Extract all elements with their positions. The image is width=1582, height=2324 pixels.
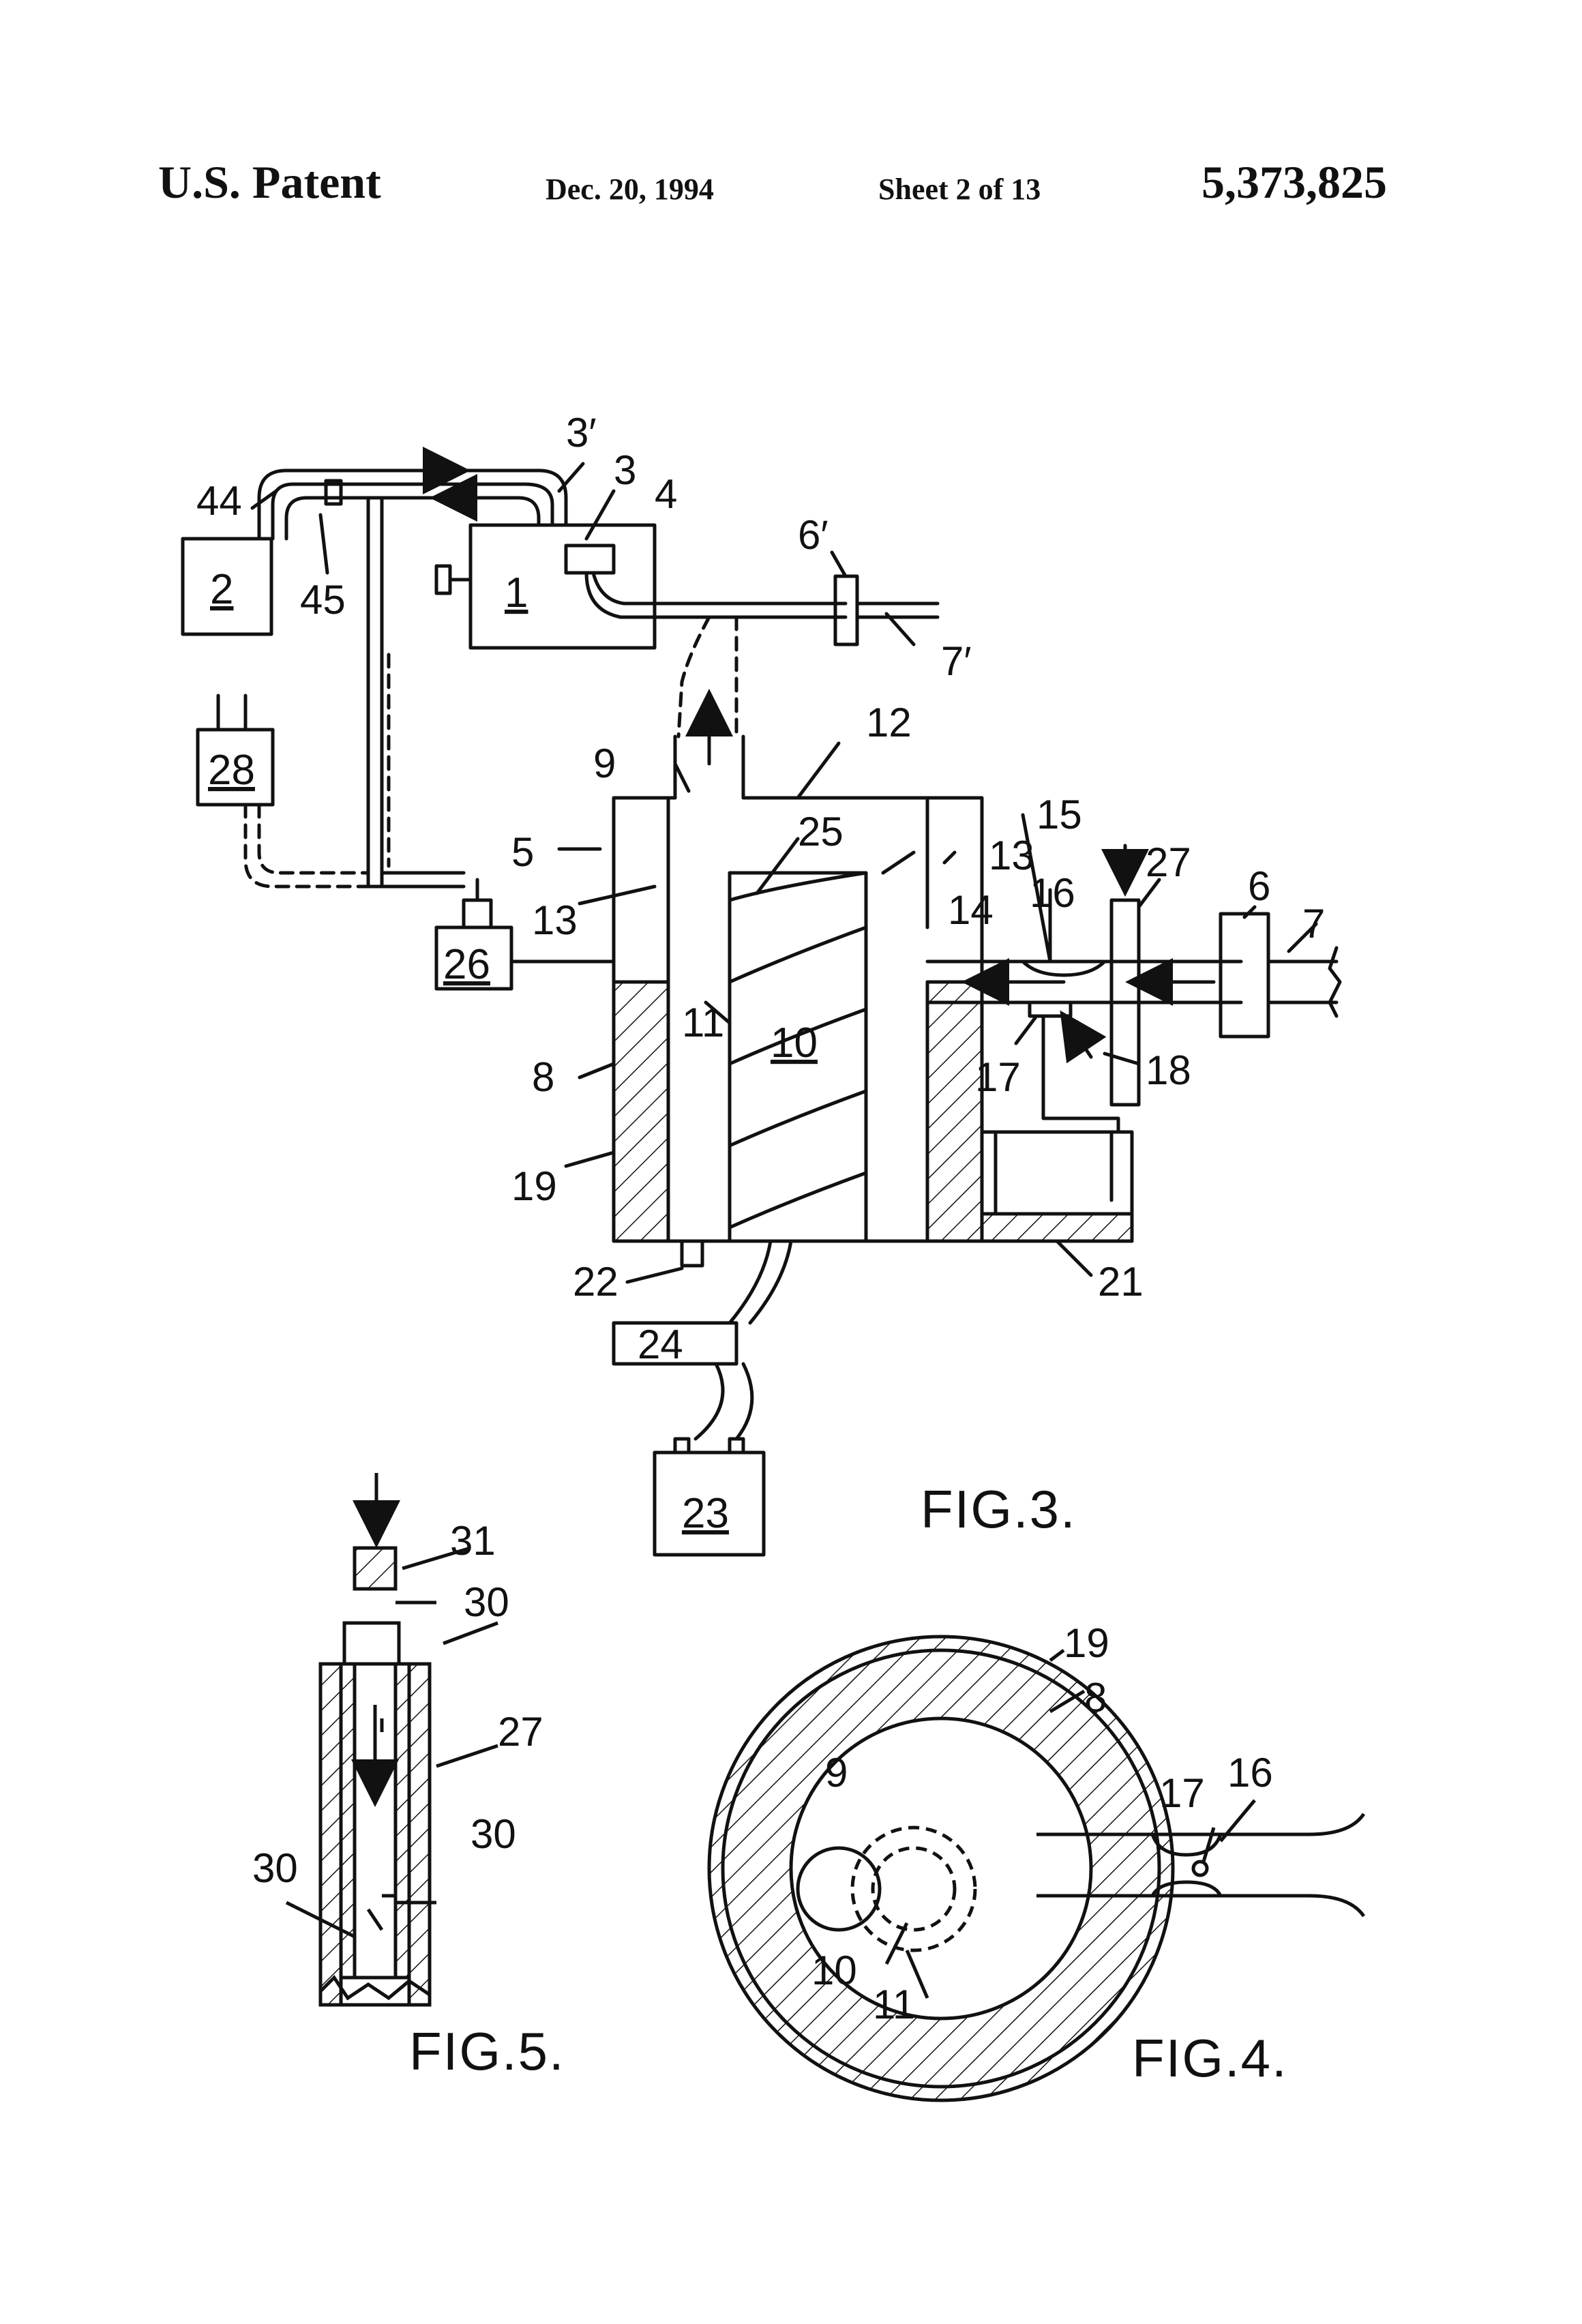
- figure-3-labels: 2 1 3′ 3 4 44 45 6′ 7′ 9 12 5 13 13 25 1…: [196, 410, 1325, 1539]
- label-18: 18: [1146, 1047, 1191, 1093]
- label-19-fig4: 19: [1064, 1620, 1109, 1666]
- component-4-outlet: [566, 546, 614, 573]
- label-1: 1: [505, 569, 528, 616]
- valve-6: [1221, 914, 1268, 1037]
- label-7-prime: 7′: [941, 638, 972, 684]
- component-1-nub: [436, 566, 471, 593]
- label-17-fig4: 17: [1159, 1770, 1205, 1816]
- insulation-8-right: [927, 982, 982, 1241]
- label-8-fig4: 8: [1084, 1675, 1107, 1720]
- label-17: 17: [975, 1054, 1021, 1100]
- label-23: 23: [682, 1490, 729, 1537]
- label-44: 44: [196, 478, 242, 524]
- label-10: 10: [771, 1019, 818, 1067]
- pipe-3-prime: [259, 471, 566, 539]
- figure-4-caption: FIG.4.: [1132, 2028, 1288, 2088]
- label-13-left: 13: [532, 897, 578, 943]
- cap-30: [344, 1623, 399, 1664]
- label-2: 2: [210, 566, 233, 613]
- figure-3: [183, 464, 1340, 1555]
- label-27: 27: [1146, 839, 1191, 885]
- label-12: 12: [866, 700, 912, 745]
- label-9-fig4: 9: [825, 1750, 848, 1796]
- line-7: [1268, 962, 1337, 1002]
- figure-3-caption: FIG.3.: [921, 1479, 1077, 1539]
- label-21: 21: [1098, 1259, 1144, 1305]
- label-9: 9: [593, 741, 616, 786]
- label-24: 24: [638, 1322, 683, 1367]
- label-14: 14: [948, 887, 994, 933]
- sensor-17-section: [1193, 1862, 1207, 1875]
- label-16: 16: [1030, 870, 1075, 916]
- leads: [730, 1241, 791, 1323]
- label-6: 6: [1248, 863, 1270, 909]
- outlet-pipe-4: [586, 573, 682, 617]
- label-28: 28: [208, 747, 255, 794]
- label-25: 25: [798, 809, 844, 854]
- insulation-8-left: [614, 982, 668, 1241]
- label-6-prime: 6′: [798, 512, 829, 558]
- label-3-prime: 3′: [566, 410, 597, 456]
- sensor-17: [1030, 1002, 1071, 1016]
- label-30-right: 30: [471, 1811, 516, 1857]
- label-13-right: 13: [989, 833, 1034, 878]
- label-7: 7: [1302, 901, 1325, 947]
- plug-31: [355, 1548, 395, 1589]
- label-5: 5: [511, 829, 534, 875]
- label-16-fig4: 16: [1227, 1750, 1273, 1796]
- label-11-fig4: 11: [873, 1982, 915, 2027]
- throttle-16: [1023, 962, 1105, 975]
- label-10-fig4: 10: [811, 1948, 857, 1993]
- drain-22: [682, 1241, 702, 1266]
- label-26: 26: [443, 941, 490, 988]
- label-8: 8: [532, 1054, 554, 1100]
- label-11: 11: [682, 1000, 724, 1045]
- label-19: 19: [511, 1163, 557, 1209]
- label-27-fig5: 27: [498, 1709, 543, 1755]
- valve-6-prime: [835, 576, 857, 644]
- label-22: 22: [573, 1259, 618, 1305]
- pipe-3: [273, 484, 552, 539]
- label-4: 4: [655, 471, 677, 517]
- label-15: 15: [1036, 792, 1082, 837]
- figure-5-caption: FIG.5.: [409, 2021, 565, 2081]
- label-30-top: 30: [464, 1579, 509, 1625]
- label-3: 3: [614, 447, 636, 493]
- label-45: 45: [300, 577, 346, 623]
- label-30-left: 30: [252, 1845, 298, 1891]
- label-31: 31: [450, 1518, 496, 1564]
- component-1-box: [471, 525, 655, 648]
